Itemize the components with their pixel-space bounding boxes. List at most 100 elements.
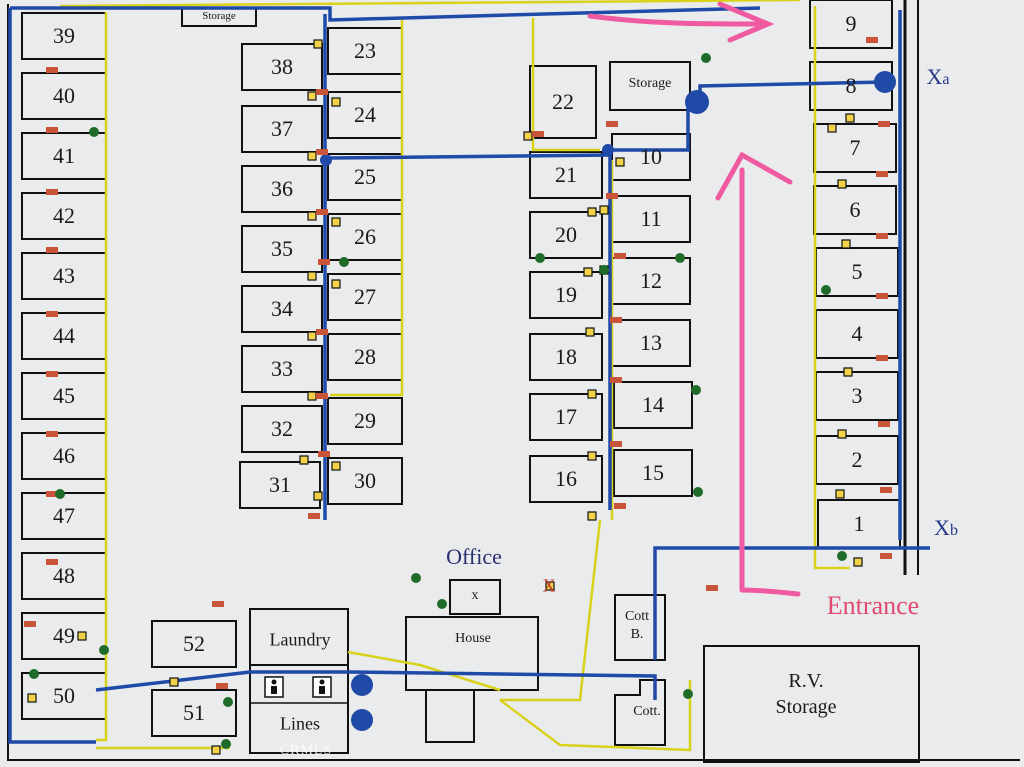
red-marks-1 (46, 127, 58, 133)
site-label-49: 49 (53, 623, 75, 648)
red-marks-6 (46, 431, 58, 437)
site-label-36: 36 (271, 176, 293, 201)
xb-sub: b (949, 522, 958, 539)
site-box-16 (529, 455, 603, 503)
yellow-squares-23 (827, 123, 837, 133)
red-marks-4 (46, 311, 58, 317)
outer-boundary (7, 0, 1020, 761)
yellow-squares-2 (331, 97, 341, 107)
green-dots-1 (55, 489, 65, 499)
site-box-22 (529, 65, 597, 139)
yellow-squares-3 (307, 151, 317, 161)
site-label-20: 20 (555, 222, 577, 247)
junctions-2 (685, 90, 709, 114)
green-dots-6 (599, 265, 609, 275)
site-label-28: 28 (354, 344, 376, 369)
site-label-38: 38 (271, 54, 293, 79)
yellow-squares-35 (545, 581, 555, 591)
yellow-squares-32 (169, 677, 179, 687)
site-label-39: 39 (53, 23, 75, 48)
entrance-label: Entrance (826, 591, 920, 620)
site-label-31: 31 (269, 472, 291, 497)
site-label-13: 13 (640, 330, 662, 355)
red-marks-23 (610, 377, 622, 383)
site-label-51: 51 (183, 700, 205, 725)
red-marks-32 (878, 421, 890, 427)
site-label-18: 18 (555, 344, 577, 369)
green-dots-16 (683, 689, 693, 699)
cott-b-label: Cott B. (625, 608, 649, 644)
yellow-squares-14 (583, 267, 593, 277)
red-marks-18 (532, 131, 544, 137)
site-label-21: 21 (555, 162, 577, 187)
storage-top-label: Storage (202, 10, 236, 22)
green-dots-7 (675, 253, 685, 263)
site-box-14 (613, 381, 693, 429)
red-marks-34 (880, 553, 892, 559)
junctions-5 (351, 709, 373, 731)
site-box-15 (613, 449, 693, 497)
red-marks-27 (878, 121, 890, 127)
green-dots-17 (223, 697, 233, 707)
yellow-squares-4 (307, 211, 317, 221)
site-label-33: 33 (271, 356, 293, 381)
junctions-4 (351, 674, 373, 696)
site-box-34 (241, 285, 323, 333)
site-label-42: 42 (53, 203, 75, 228)
green-dots-8 (691, 385, 701, 395)
site-box-33 (241, 345, 323, 393)
site-box-10 (611, 133, 691, 181)
laundry-label: Laundry (269, 629, 331, 650)
red-marks-13 (318, 259, 330, 265)
site-box-20 (529, 211, 603, 259)
site-box-51 (151, 689, 237, 737)
house-label: House (455, 631, 491, 646)
marker-x-office: X (542, 575, 556, 596)
utility-junctions (320, 71, 896, 731)
marker-xa: Xa (927, 64, 950, 90)
red-marks-35 (212, 601, 224, 607)
site-box-21 (529, 151, 603, 199)
yellow-squares-5 (331, 217, 341, 227)
red-marks-31 (876, 355, 888, 361)
red-marks-28 (876, 171, 888, 177)
site-label-10: 10 (640, 144, 662, 169)
site-box-31 (239, 461, 321, 509)
site-box-29 (327, 397, 403, 445)
site-label-25: 25 (354, 164, 376, 189)
site-boxes (21, 0, 901, 737)
site-label-40: 40 (53, 83, 75, 108)
site-label-41: 41 (53, 143, 75, 168)
site-label-37: 37 (271, 116, 293, 141)
office-box-label: x (471, 588, 479, 603)
yellow-squares-21 (599, 205, 609, 215)
site-box-38 (241, 43, 323, 91)
cott-label: Cott. (633, 704, 661, 719)
yellow-squares-9 (307, 391, 317, 401)
site-box-17 (529, 393, 603, 441)
yellow-squares-12 (313, 491, 323, 501)
green-dots-3 (99, 645, 109, 655)
yellow-squares-17 (587, 389, 597, 399)
green-dots-4 (339, 257, 349, 267)
site-label-32: 32 (271, 416, 293, 441)
site-label-6: 6 (849, 197, 861, 222)
site-label-16: 16 (555, 466, 577, 491)
site-label-35: 35 (271, 236, 293, 261)
site-label-7: 7 (849, 135, 861, 160)
site-label-1: 1 (853, 511, 865, 536)
rv-line-1: R.V. (788, 670, 824, 692)
site-box-9 (809, 0, 893, 49)
rv-line-2: Storage (775, 696, 837, 718)
red-marks-25 (614, 503, 626, 509)
site-label-11: 11 (640, 206, 662, 231)
yellow-squares-20 (615, 157, 625, 167)
cott-b-line-1: Cott (624, 609, 650, 624)
red-marks-33 (880, 487, 892, 493)
site-label-50: 50 (53, 683, 75, 708)
yellow-squares-25 (841, 239, 851, 249)
yellow-squares-0 (313, 39, 323, 49)
red-hookup-markers (24, 37, 892, 689)
marker-xb: Xb (934, 515, 958, 541)
